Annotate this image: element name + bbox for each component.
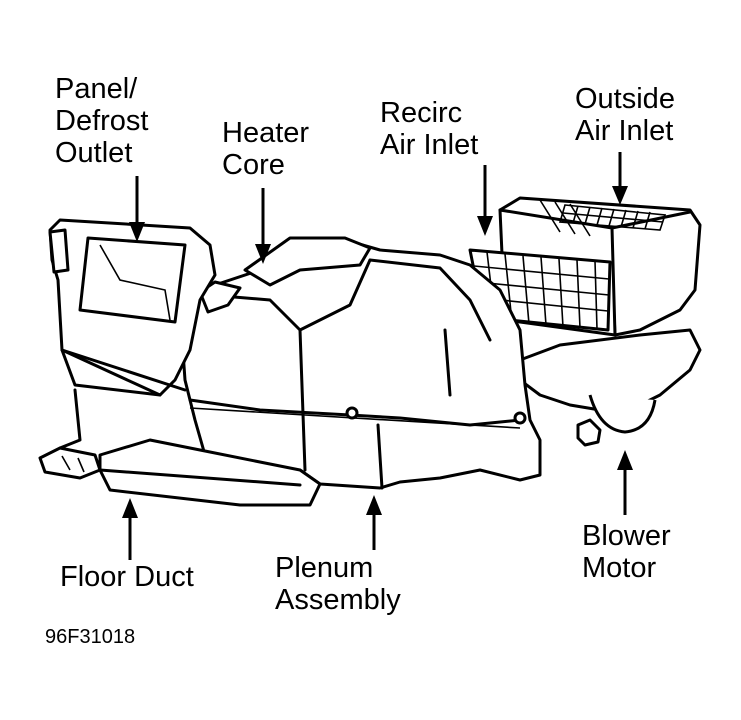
label-line: Air Inlet bbox=[380, 129, 479, 161]
label-line: Core bbox=[222, 149, 285, 181]
label-line: Plenum bbox=[275, 552, 374, 584]
label-line: Panel/ bbox=[55, 73, 138, 105]
pointer-arrows bbox=[122, 152, 633, 560]
label-line: Outside bbox=[575, 83, 675, 115]
label-line: Assembly bbox=[275, 584, 401, 616]
label-line: Defrost bbox=[55, 105, 149, 137]
floor-duct bbox=[38, 388, 322, 507]
label-line: Motor bbox=[582, 552, 657, 584]
label-line: Floor Duct bbox=[60, 561, 194, 593]
floor-duct-label: Floor Duct bbox=[60, 561, 194, 593]
outside-air-grille bbox=[558, 204, 667, 231]
label-line: Heater bbox=[222, 117, 310, 149]
panel-defrost-outlet-box bbox=[48, 218, 217, 397]
label-line: Air Inlet bbox=[575, 115, 674, 147]
plenum-assembly-label: Plenum Assembly bbox=[275, 552, 401, 616]
blower-motor-label: Blower Motor bbox=[582, 520, 671, 584]
label-line: Blower bbox=[582, 520, 671, 552]
figure-code: 96F31018 bbox=[45, 626, 136, 648]
heater-core-section bbox=[198, 236, 372, 314]
plenum-body bbox=[178, 238, 542, 490]
recirc-air-inlet-label: Recirc Air Inlet bbox=[380, 97, 478, 161]
label-line: Outlet bbox=[55, 137, 133, 169]
heater-core-label: Heater Core bbox=[222, 117, 309, 181]
panel-defrost-outlet-label: Panel/ Defrost Outlet bbox=[55, 73, 148, 169]
blower-motor-housing bbox=[518, 328, 702, 447]
outside-air-inlet-label: Outside Air Inlet bbox=[575, 83, 675, 147]
label-line: Recirc bbox=[380, 97, 463, 129]
